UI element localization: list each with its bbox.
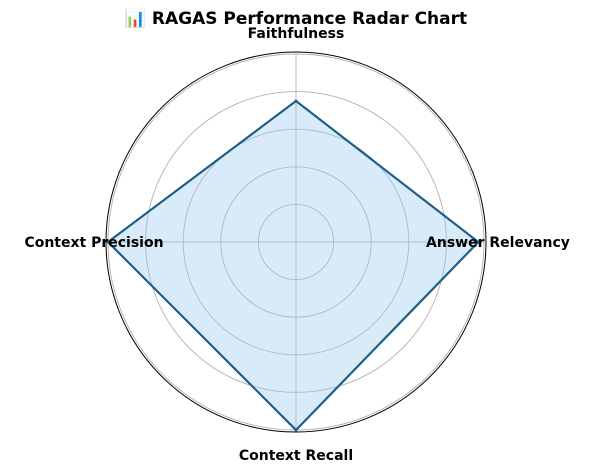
- axis-label-faithfulness: Faithfulness: [248, 26, 345, 42]
- data-point-4: [106, 240, 110, 244]
- radar-data: [106, 99, 481, 432]
- chart-title: 📊 RAGAS Performance Radar Chart: [125, 8, 467, 29]
- polar-frame: [105, 51, 487, 433]
- data-point-2: [476, 240, 480, 244]
- data-point-1: [294, 99, 298, 103]
- axis-label-answer-relevancy: Answer Relevancy: [426, 235, 570, 251]
- data-point-3: [294, 428, 298, 432]
- axis-label-context-recall: Context Recall: [239, 448, 353, 464]
- radar-grid: [105, 51, 487, 433]
- axis-label-context-precision: Context Precision: [24, 235, 163, 251]
